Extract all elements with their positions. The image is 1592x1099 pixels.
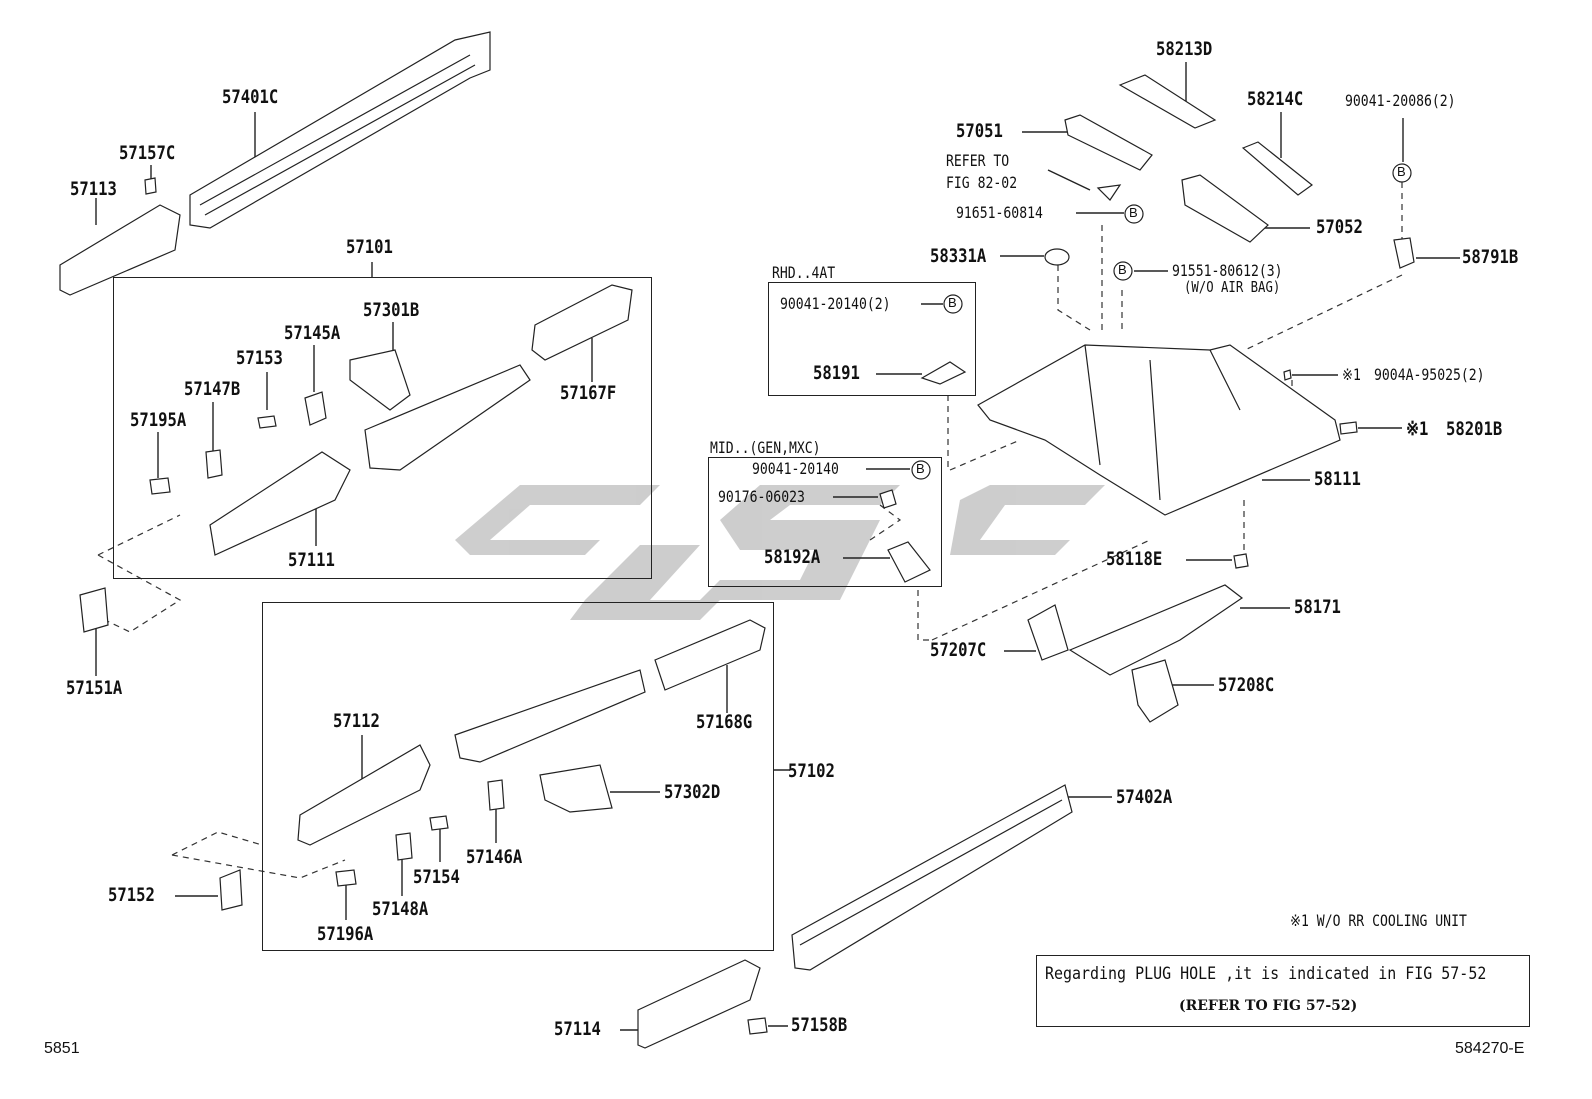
plug-hole-note-reference[interactable]: (REFER TO FIG 57-52): [1179, 998, 1358, 1014]
part-shapes: [59, 31, 1415, 1049]
part-label-58111[interactable]: 58111: [1314, 468, 1361, 490]
mark-1b-label: ※1: [1406, 418, 1429, 440]
group-title-mid-gen-mxc: MID..(GEN,MXC): [710, 438, 821, 457]
part-label-57195A[interactable]: 57195A: [130, 409, 187, 431]
part-label-58213D[interactable]: 58213D: [1156, 38, 1213, 60]
part-label-90041-20086[interactable]: 90041-20086(2): [1345, 91, 1456, 110]
part-label-57402A[interactable]: 57402A: [1116, 786, 1173, 808]
part-label-57148A[interactable]: 57148A: [372, 898, 429, 920]
part-label-57157C[interactable]: 57157C: [119, 142, 176, 164]
part-label-57111[interactable]: 57111: [288, 549, 335, 571]
group-title-rhd-4at: RHD..4AT: [772, 263, 836, 282]
part-label-58171[interactable]: 58171: [1294, 596, 1341, 618]
part-label-57401C[interactable]: 57401C: [222, 86, 279, 108]
part-label-57208C[interactable]: 57208C: [1218, 674, 1275, 696]
callout-circles: [911, 163, 1412, 480]
part-label-58791B[interactable]: 58791B: [1462, 246, 1519, 268]
plug-hole-note: Regarding PLUG HOLE ,it is indicated in …: [1036, 955, 1530, 1027]
part-label-57207C[interactable]: 57207C: [930, 639, 987, 661]
part-label-57147B[interactable]: 57147B: [184, 378, 241, 400]
part-label-58192A[interactable]: 58192A: [764, 546, 821, 568]
part-label-57146A[interactable]: 57146A: [466, 846, 523, 868]
part-label-57302D[interactable]: 57302D: [664, 781, 721, 803]
part-label-57114[interactable]: 57114: [554, 1018, 601, 1040]
part-label-90176-06023[interactable]: 90176-06023: [718, 487, 805, 506]
plug-hole-note-text: Regarding PLUG HOLE ,it is indicated in …: [1045, 964, 1487, 984]
part-label-57151A[interactable]: 57151A: [66, 677, 123, 699]
callout-b-label: B: [948, 295, 957, 310]
part-label-57301B[interactable]: 57301B: [363, 299, 420, 321]
part-label-57158B[interactable]: 57158B: [791, 1014, 848, 1036]
part-label-58118E[interactable]: 58118E: [1106, 548, 1163, 570]
part-label-57167F[interactable]: 57167F: [560, 382, 617, 404]
part-label-57196A[interactable]: 57196A: [317, 923, 374, 945]
part-label-57112[interactable]: 57112: [333, 710, 380, 732]
part-label-58331A[interactable]: 58331A: [930, 245, 987, 267]
group-box-57102: [262, 602, 774, 951]
footnote-rr-cooling: ※1 W/O RR COOLING UNIT: [1290, 911, 1467, 930]
part-label-57145A[interactable]: 57145A: [284, 322, 341, 344]
part-label-90041-20140-2[interactable]: 90041-20140(2): [780, 294, 891, 313]
part-label-57154[interactable]: 57154: [413, 866, 460, 888]
group-box-rhd-4at: [768, 282, 976, 396]
part-label-91651-60814[interactable]: 91651-60814: [956, 203, 1043, 222]
group-box-mid-gen-mxc: [708, 457, 942, 587]
callout-b-label: B: [1129, 205, 1138, 220]
part-label-58191[interactable]: 58191: [813, 362, 860, 384]
page-code-right: 584270-E: [1455, 1040, 1525, 1057]
part-label-57152[interactable]: 57152: [108, 884, 155, 906]
part-label-90041-20140[interactable]: 90041-20140: [752, 459, 839, 478]
group-box-57101: [113, 277, 652, 579]
callout-b-label: B: [1397, 164, 1406, 179]
part-label-9004A-95025[interactable]: 9004A-95025(2): [1374, 365, 1485, 384]
part-label-57102[interactable]: 57102: [788, 760, 835, 782]
part-label-57101[interactable]: 57101: [346, 236, 393, 258]
mark-1-label: ※1: [1342, 365, 1361, 384]
callout-b-label: B: [916, 461, 925, 476]
refer-to-label: REFER TO: [946, 151, 1010, 170]
air-bag-condition: (W/O AIR BAG): [1184, 278, 1281, 296]
watermark-logo: [455, 485, 1105, 620]
part-label-57051[interactable]: 57051: [956, 120, 1003, 142]
refer-fig-label[interactable]: FIG 82-02: [946, 173, 1018, 192]
part-label-58214C[interactable]: 58214C: [1247, 88, 1304, 110]
part-label-57153[interactable]: 57153: [236, 347, 283, 369]
part-label-58201B[interactable]: 58201B: [1446, 418, 1503, 440]
part-label-57052[interactable]: 57052: [1316, 216, 1363, 238]
part-label-57113[interactable]: 57113: [70, 178, 117, 200]
part-label-57168G[interactable]: 57168G: [696, 711, 753, 733]
callout-b-label: B: [1118, 262, 1127, 277]
part-label-91551-80612[interactable]: 91551-80612(3): [1172, 261, 1283, 280]
page-code-left: 5851: [44, 1040, 80, 1057]
